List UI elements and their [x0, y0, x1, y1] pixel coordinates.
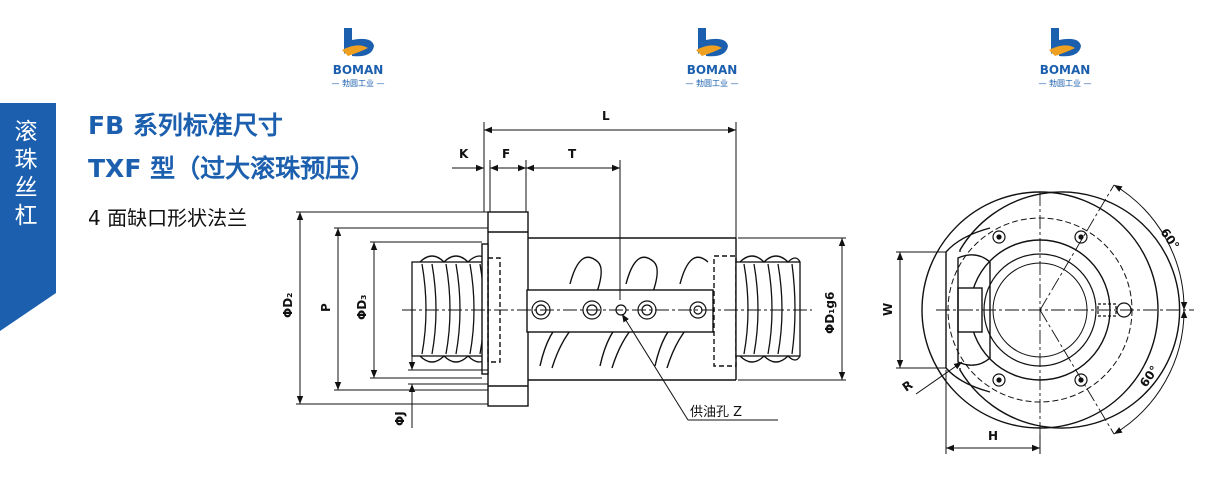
- side-category-tab: [0, 103, 56, 331]
- label-D3: ΦD₃: [355, 295, 369, 320]
- label-H: H: [988, 429, 998, 443]
- dim-K-F-T: [452, 160, 621, 300]
- oil-hole-leader: [621, 313, 689, 421]
- side-char: 丝: [14, 175, 38, 201]
- flange: [481, 211, 529, 407]
- screw-shaft-right: [735, 255, 801, 363]
- label-L: L: [602, 109, 610, 123]
- label-D2: ΦD₂: [281, 293, 295, 318]
- label-D1: ΦD₁g6: [823, 292, 837, 334]
- label-F: F: [502, 147, 510, 161]
- label-P: P: [319, 303, 333, 312]
- logo-brand-cn: — 勃圆工业 —: [331, 79, 385, 88]
- label-J: ΦJ: [393, 411, 407, 426]
- screw-shaft-left: [411, 255, 491, 363]
- label-K: K: [459, 147, 469, 161]
- logo-brand-cn: — 勃圆工业 —: [685, 79, 739, 88]
- boman-logo: BOMAN — 勃圆工业 —: [318, 26, 398, 88]
- label-W: W: [881, 303, 895, 316]
- logo-brand-cn: — 勃圆工业 —: [1038, 79, 1092, 88]
- side-char: 杠: [14, 203, 38, 229]
- side-char: 滚: [14, 119, 38, 145]
- label-oil-hole: 供油孔 Z: [690, 405, 742, 420]
- side-category-label: 滚 珠 丝 杠: [6, 118, 46, 230]
- page-title: FB 系列标准尺寸: [88, 111, 283, 140]
- boman-logo: BOMAN — 勃圆工业 —: [672, 26, 752, 88]
- dim-W: [896, 251, 946, 369]
- dim-H: [945, 370, 1041, 454]
- logo-brand: BOMAN: [686, 63, 738, 77]
- flange-shape-caption: 4 面缺口形状法兰: [88, 206, 248, 230]
- side-char: 珠: [14, 147, 38, 173]
- dim-vertical-left: [296, 211, 488, 428]
- boman-logo: BOMAN — 勃圆工业 —: [1025, 26, 1105, 88]
- page-subtitle-model: TXF 型（过大滚珠预压）: [88, 154, 376, 183]
- logo-brand: BOMAN: [1039, 63, 1091, 77]
- boman-logo-icon: [1049, 28, 1081, 57]
- angle-arc-top: [1113, 184, 1188, 311]
- dim-D1: [738, 237, 846, 381]
- boman-logo-icon: [342, 28, 374, 57]
- label-T: T: [568, 147, 577, 161]
- angle-arc-bottom: [1113, 309, 1188, 435]
- logo-brand: BOMAN: [332, 63, 384, 77]
- boman-logo-icon: [696, 28, 728, 57]
- label-R: R: [900, 378, 916, 395]
- radius-leader: [915, 361, 963, 395]
